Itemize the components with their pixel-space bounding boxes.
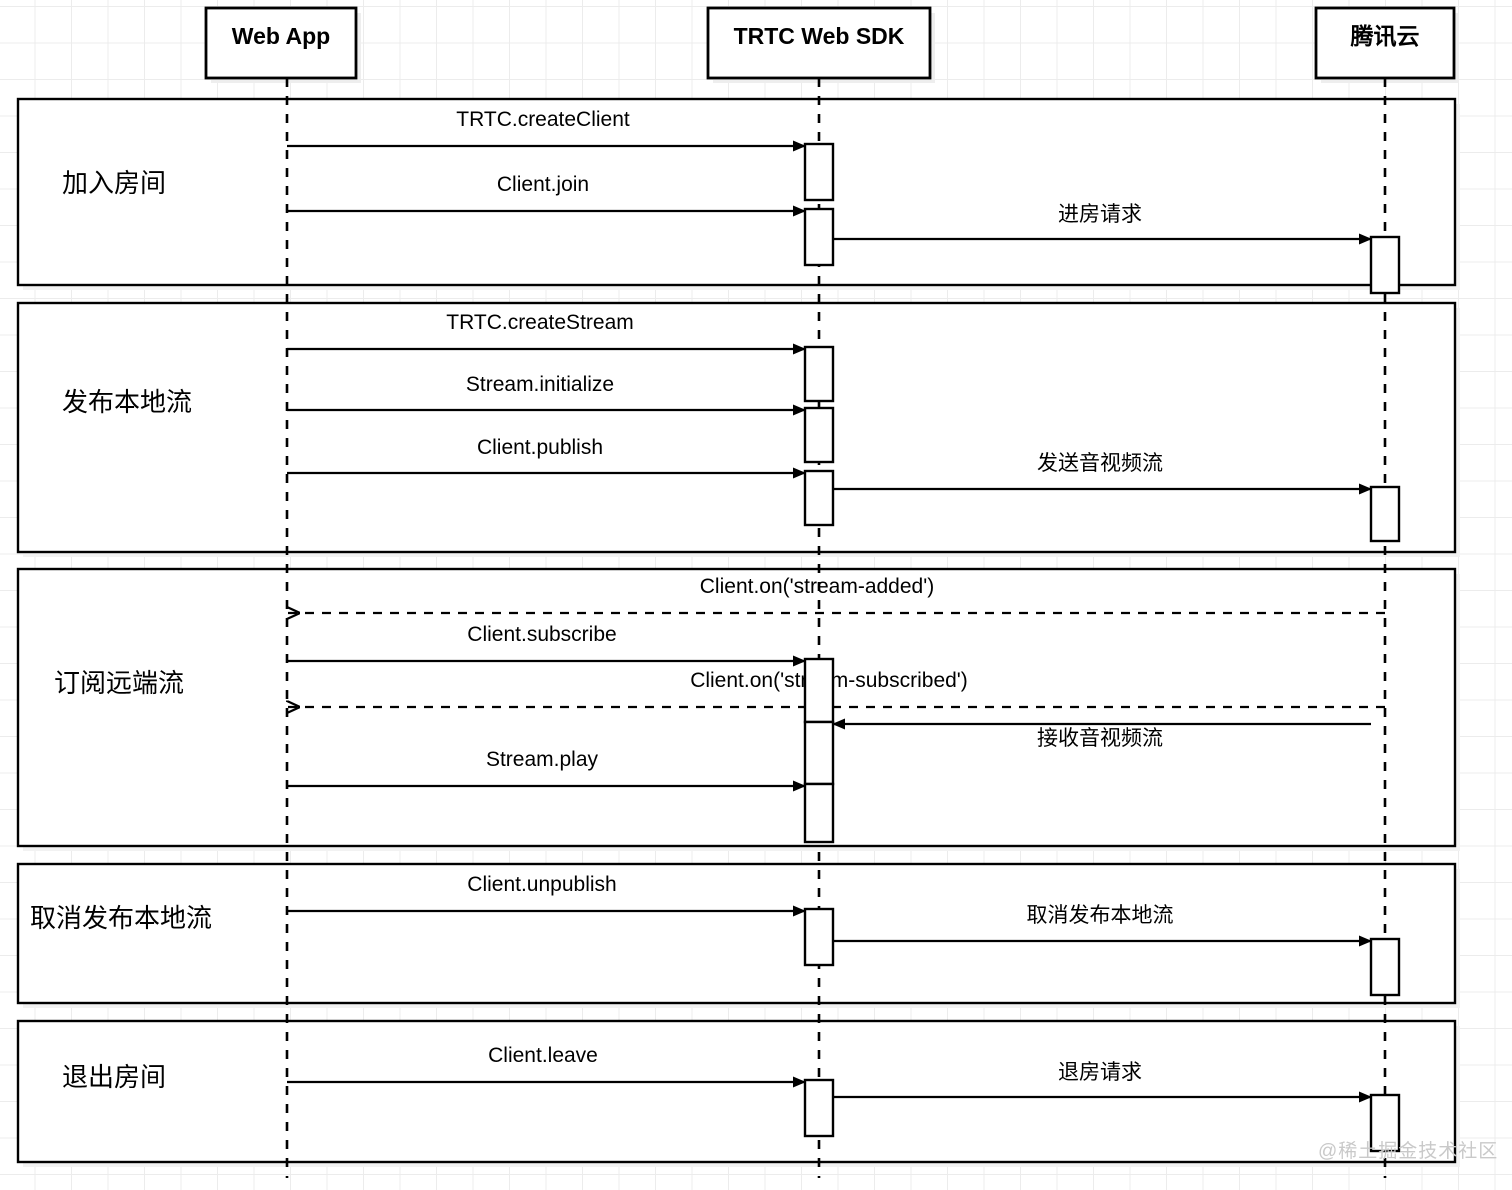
activation-bar-publish-local-stream-cloud-3 bbox=[1369, 485, 1401, 543]
participant-box-sdk bbox=[706, 6, 932, 80]
message-label-subscribe-remote-stream-4: Stream.play bbox=[486, 748, 599, 771]
participant-box-cloud bbox=[1314, 6, 1456, 80]
section-label-join-room: 加入房间 bbox=[62, 168, 166, 198]
activation-bar-subscribe-remote-stream-sdk-1 bbox=[803, 720, 835, 786]
activation-bar-subscribe-remote-stream-sdk-0 bbox=[803, 657, 835, 724]
message-label-join-room-1: Client.join bbox=[497, 173, 589, 196]
message-label-join-room-2: 进房请求 bbox=[1058, 203, 1142, 226]
section-label-publish-local-stream: 发布本地流 bbox=[62, 387, 192, 417]
message-label-publish-local-stream-1: Stream.initialize bbox=[466, 373, 614, 396]
activation-bar-leave-room-cloud-1 bbox=[1369, 1093, 1401, 1153]
message-label-publish-local-stream-3: 发送音视频流 bbox=[1037, 452, 1163, 475]
participant-label-webapp: Web App bbox=[232, 23, 330, 49]
activation-bar-publish-local-stream-sdk-2 bbox=[803, 469, 835, 527]
participant-label-cloud: 腾讯云 bbox=[1351, 23, 1420, 49]
section-frame-join-room bbox=[16, 97, 1457, 287]
section-frame-leave-room bbox=[16, 1019, 1457, 1164]
activation-bar-publish-local-stream-sdk-0 bbox=[803, 345, 835, 403]
message-label-join-room-0: TRTC.createClient bbox=[456, 108, 630, 131]
section-label-unpublish-local-stream: 取消发布本地流 bbox=[30, 903, 212, 933]
participant-label-sdk: TRTC Web SDK bbox=[734, 23, 905, 49]
activation-bar-join-room-sdk-0 bbox=[803, 142, 835, 202]
section-label-leave-room: 退出房间 bbox=[62, 1062, 166, 1092]
section-frame-unpublish-local-stream bbox=[16, 862, 1457, 1005]
section-label-subscribe-remote-stream: 订阅远端流 bbox=[54, 668, 184, 698]
message-label-leave-room-0: Client.leave bbox=[488, 1044, 598, 1067]
message-label-leave-room-1: 退房请求 bbox=[1058, 1061, 1142, 1084]
activation-bar-publish-local-stream-sdk-1 bbox=[803, 406, 835, 464]
activation-bar-join-room-sdk-1 bbox=[803, 207, 835, 267]
message-label-unpublish-local-stream-1: 取消发布本地流 bbox=[1027, 904, 1174, 927]
message-label-subscribe-remote-stream-1: Client.subscribe bbox=[467, 623, 616, 646]
activation-bar-subscribe-remote-stream-sdk-2 bbox=[803, 782, 835, 844]
activation-bar-unpublish-local-stream-cloud-1 bbox=[1369, 937, 1401, 997]
activation-bar-join-room-cloud-2 bbox=[1369, 235, 1401, 295]
message-label-subscribe-remote-stream-0: Client.on('stream-added') bbox=[700, 575, 934, 598]
activation-bar-leave-room-sdk-0 bbox=[803, 1078, 835, 1138]
message-label-publish-local-stream-2: Client.publish bbox=[477, 436, 603, 459]
section-frame-publish-local-stream bbox=[16, 301, 1457, 554]
message-label-publish-local-stream-0: TRTC.createStream bbox=[446, 311, 634, 334]
message-label-unpublish-local-stream-0: Client.unpublish bbox=[467, 873, 616, 896]
participant-box-webapp bbox=[204, 6, 358, 80]
message-label-subscribe-remote-stream-3: 接收音视频流 bbox=[1037, 727, 1163, 750]
activation-bar-unpublish-local-stream-sdk-0 bbox=[803, 907, 835, 967]
